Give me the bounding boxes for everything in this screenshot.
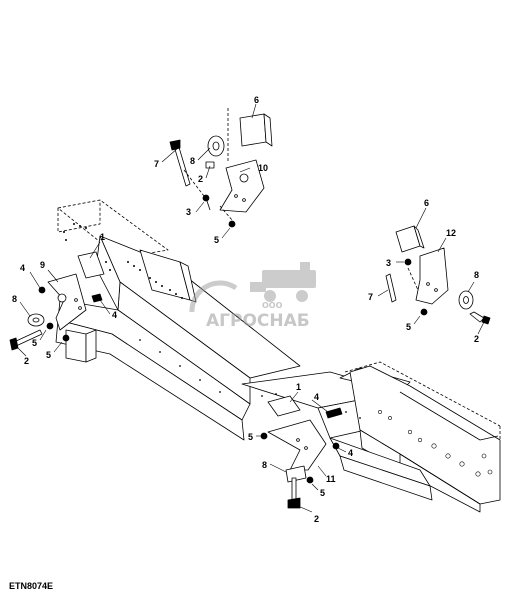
bracket-10 bbox=[219, 159, 265, 213]
callout-5: 5 bbox=[406, 322, 411, 332]
bolt-2-right bbox=[469, 311, 485, 323]
mount-pad-6-top bbox=[239, 113, 267, 147]
washer-8-center bbox=[285, 465, 307, 483]
callout-6: 6 bbox=[254, 95, 259, 105]
callout-8: 8 bbox=[262, 460, 267, 470]
callout-2: 2 bbox=[198, 174, 203, 184]
bolt-7-right bbox=[385, 273, 397, 303]
callout-1: 1 bbox=[100, 232, 105, 242]
leader-lines bbox=[17, 103, 485, 513]
nut-2-top bbox=[205, 161, 215, 169]
mount-assembly-right bbox=[385, 225, 491, 325]
callout-8: 8 bbox=[190, 156, 195, 166]
callout-8: 8 bbox=[12, 294, 17, 304]
callout-4: 4 bbox=[348, 448, 353, 458]
callout-2: 2 bbox=[314, 514, 319, 524]
bracket-12 bbox=[415, 247, 449, 305]
nut-5-top bbox=[228, 220, 236, 228]
callout-11: 11 bbox=[326, 474, 336, 484]
callout-4: 4 bbox=[112, 310, 117, 320]
bolt-2-left bbox=[13, 329, 43, 347]
callout-labels: 6 7 8 2 10 3 5 1 4 9 8 4 5 5 2 6 12 3 8 … bbox=[12, 95, 479, 524]
nut-5-center bbox=[306, 476, 314, 484]
chassis-frame bbox=[55, 199, 501, 513]
callout-5: 5 bbox=[248, 432, 253, 442]
watermark-logo: ООО АГРОСНАБ bbox=[189, 262, 316, 331]
figure-code: ETN8074E bbox=[9, 581, 54, 591]
callout-7: 7 bbox=[368, 292, 373, 302]
mount-pad-1-center bbox=[267, 395, 301, 417]
watermark-prefix: ООО bbox=[262, 301, 283, 310]
mount-assembly-left bbox=[9, 251, 105, 351]
callout-5: 5 bbox=[32, 338, 37, 348]
nut-5-left bbox=[62, 334, 70, 342]
callout-5: 5 bbox=[320, 488, 325, 498]
callout-9: 9 bbox=[40, 260, 45, 270]
callout-5: 5 bbox=[214, 235, 219, 245]
callout-8: 8 bbox=[474, 270, 479, 280]
bolt-7-top bbox=[173, 143, 191, 187]
nut-5-right bbox=[420, 308, 428, 316]
callout-2: 2 bbox=[474, 334, 479, 344]
callout-4: 4 bbox=[314, 392, 319, 402]
callout-7: 7 bbox=[154, 159, 159, 169]
callout-10: 10 bbox=[258, 163, 268, 173]
callout-6: 6 bbox=[424, 198, 429, 208]
callout-12: 12 bbox=[446, 228, 456, 238]
mount-assembly-top bbox=[169, 108, 273, 228]
callout-5: 5 bbox=[46, 350, 51, 360]
callout-3: 3 bbox=[386, 258, 391, 268]
callout-4: 4 bbox=[20, 263, 25, 273]
mount-pad-1-left bbox=[77, 251, 105, 279]
callout-3: 3 bbox=[186, 207, 191, 217]
callout-2: 2 bbox=[24, 356, 29, 366]
callout-1: 1 bbox=[296, 382, 301, 392]
mount-assembly-center bbox=[260, 395, 343, 509]
bracket-11 bbox=[267, 419, 327, 471]
watermark-name: АГРОСНАБ bbox=[206, 311, 310, 331]
